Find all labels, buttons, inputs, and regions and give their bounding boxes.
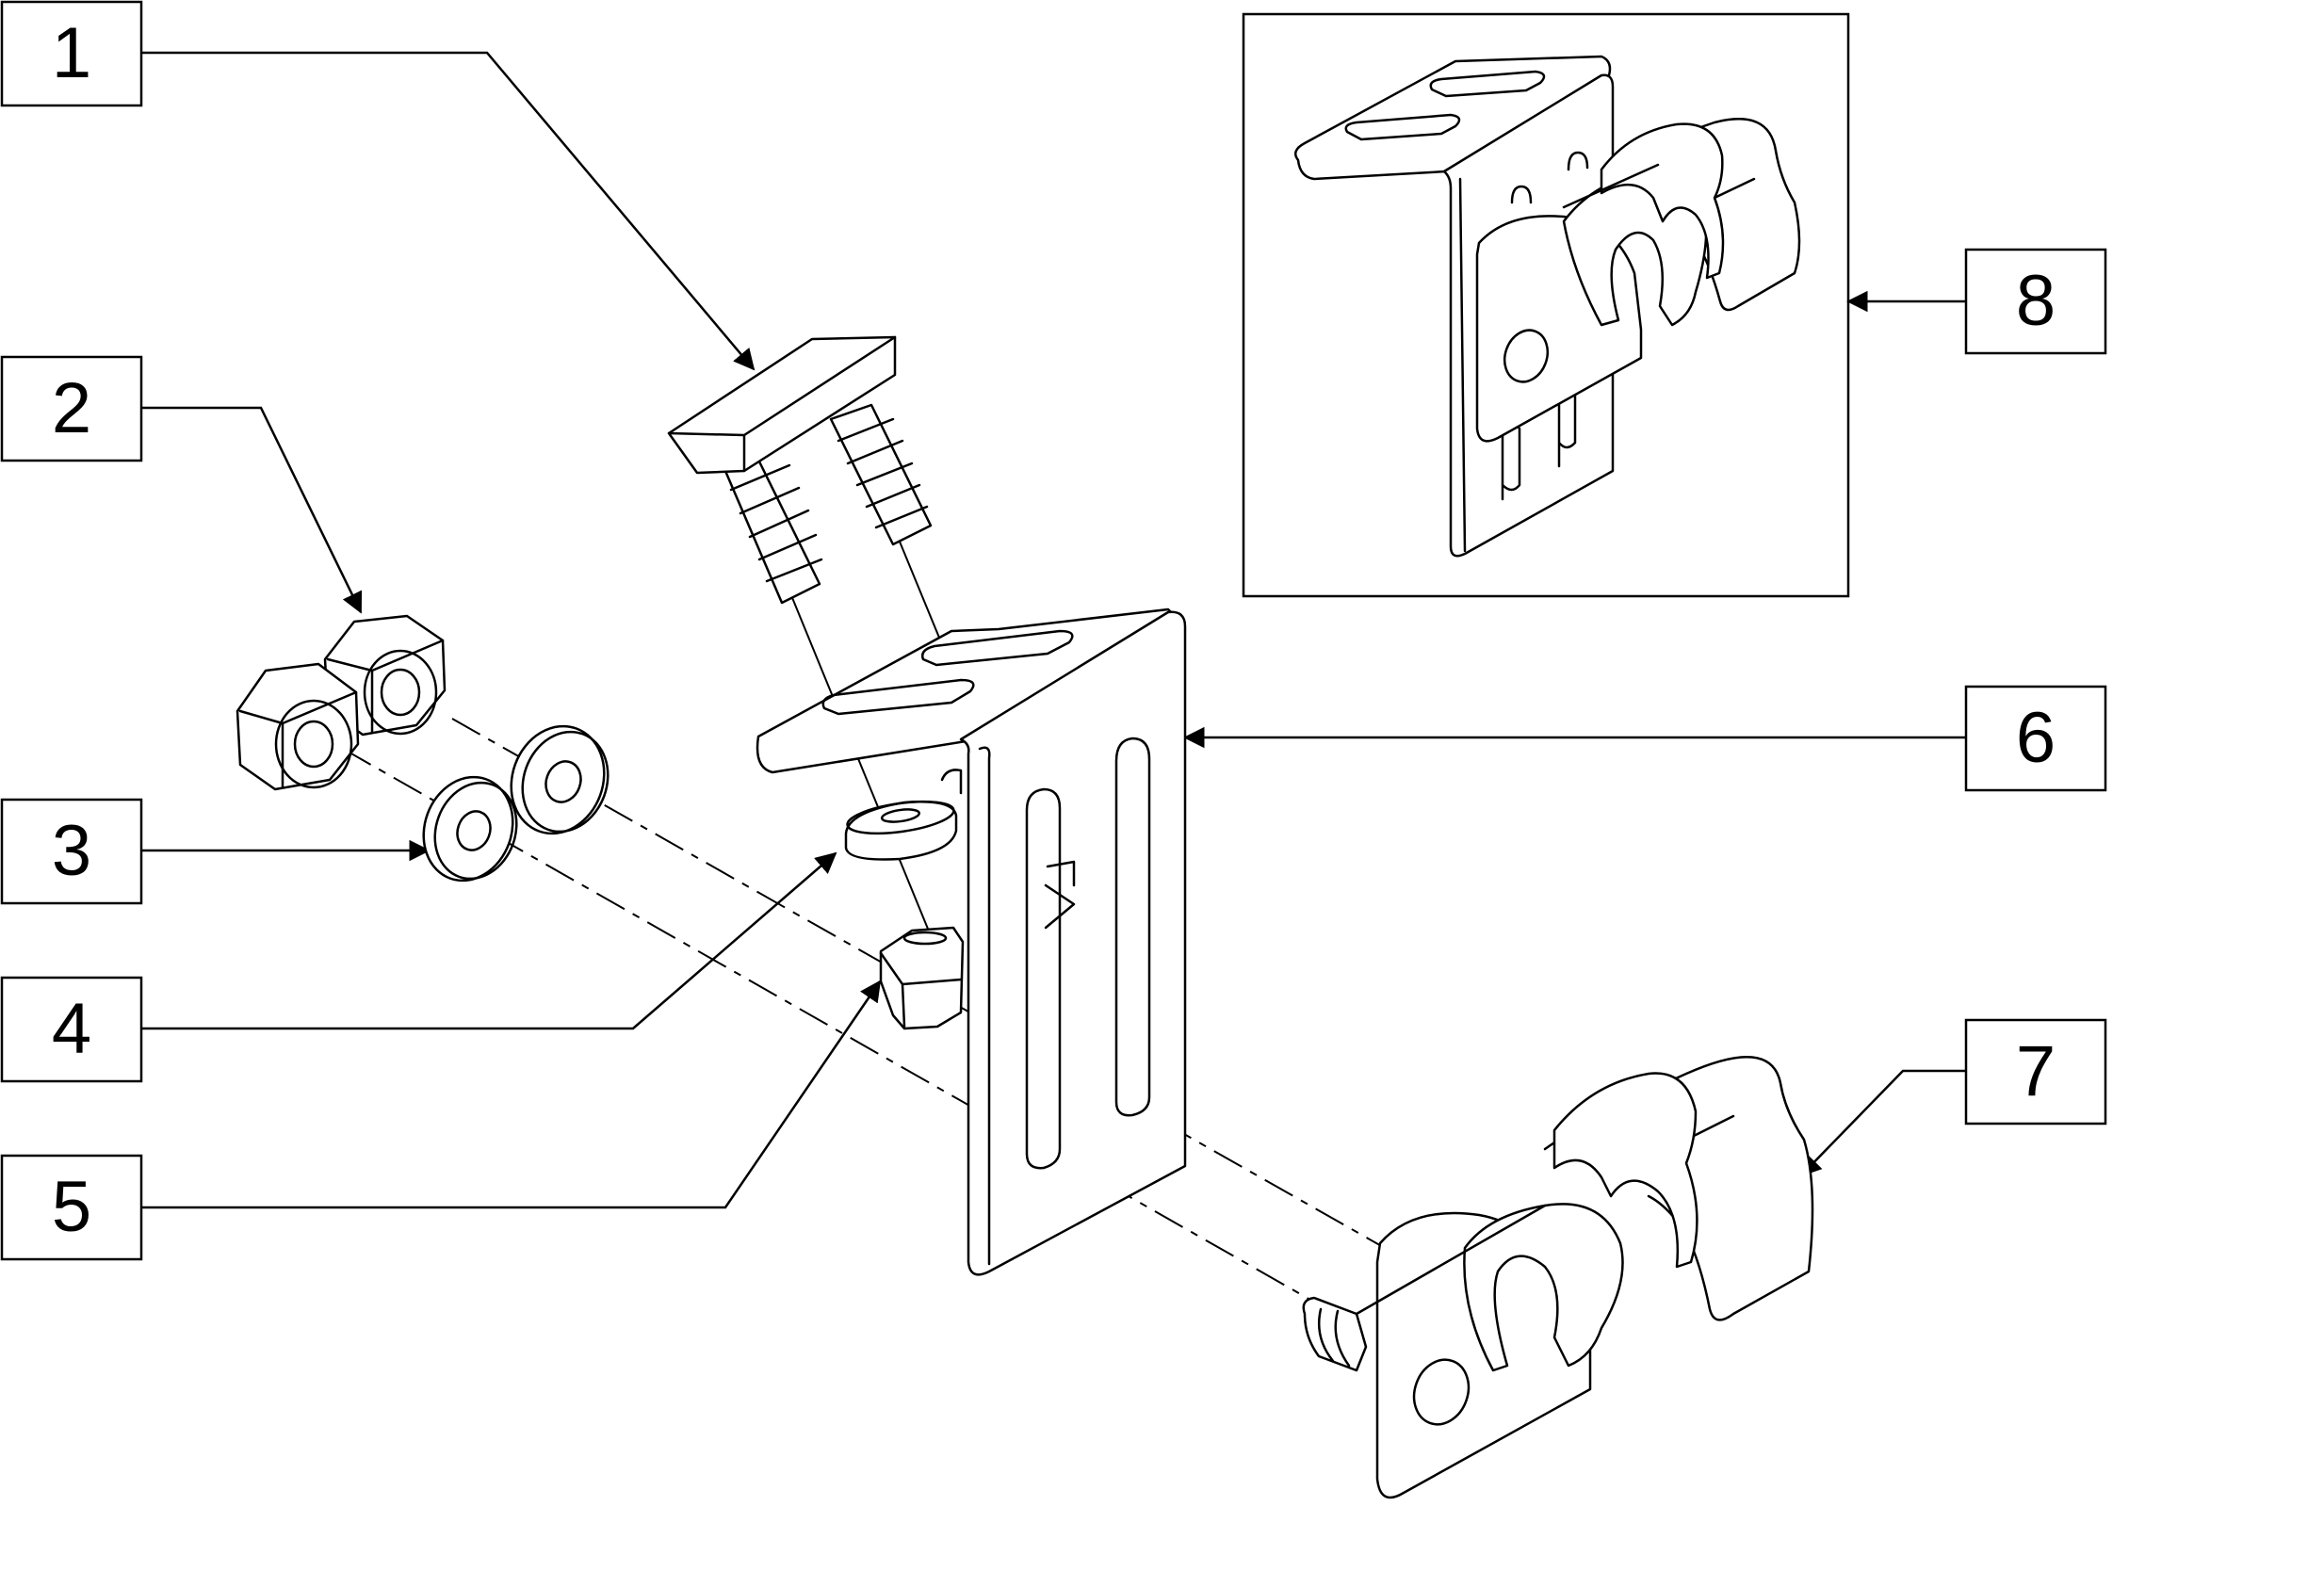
leader-line-2 [141, 406, 363, 614]
bracket-vertical-slot-right [1114, 737, 1151, 1117]
bracket-vertical-face [959, 610, 1187, 1276]
spacer-washer [844, 769, 963, 861]
flat-washer-front [422, 775, 518, 883]
callout-number-3: 3 [52, 811, 91, 891]
callout-1: 1 [0, 0, 143, 107]
callout-3: 3 [0, 798, 143, 905]
bracket-top-slot-rear [921, 629, 1074, 667]
bracket-top-slot-front [821, 678, 975, 716]
bracket-top-flange [756, 607, 1179, 774]
clamp-bolt [1302, 1296, 1368, 1372]
callout-box-3 [0, 798, 143, 905]
callout-number-4: 4 [52, 989, 91, 1069]
callout-number-1: 1 [52, 13, 91, 93]
leader-line-4 [141, 851, 837, 1030]
leader-line-1 [141, 51, 756, 371]
callout-number-7: 7 [2016, 1031, 2056, 1111]
t-bolt-shaft-left [723, 458, 823, 605]
inset-frame [1242, 12, 1850, 598]
callout-5: 5 [0, 1154, 143, 1261]
leader-line-7 [1799, 1069, 1966, 1177]
callout-number-2: 2 [52, 368, 91, 448]
tube-clamp [1302, 1056, 1814, 1499]
leader-line-5 [141, 980, 882, 1209]
clamp-front-loop [1463, 1203, 1624, 1372]
callout-box-5 [0, 1154, 143, 1261]
callout-2: 2 [0, 355, 143, 462]
callout-number-8: 8 [2016, 261, 2056, 341]
callout-4: 4 [0, 976, 143, 1083]
spacer-washer-upper-edge [940, 769, 963, 795]
callout-7: 7 [1964, 1018, 2107, 1126]
callout-8: 8 [1964, 248, 2107, 355]
clamp-rear-loop [1552, 1072, 1698, 1269]
t-bolt [667, 335, 933, 605]
bolt-axis-left [786, 583, 948, 976]
assembly-inset [1242, 12, 1850, 598]
callout-box-2 [0, 355, 143, 462]
flat-washer-rear [510, 724, 609, 835]
callout-box-7 [1964, 1018, 2107, 1126]
l-bracket [756, 607, 1187, 1276]
hex-spacer [879, 860, 1076, 1030]
callout-number-5: 5 [52, 1167, 91, 1247]
callout-box-1 [0, 0, 143, 107]
clamp-plate-hole [1412, 1358, 1471, 1426]
callout-6: 6 [1964, 685, 2107, 792]
t-bolt-head [667, 335, 897, 475]
hex-nut-front [236, 662, 360, 791]
t-bolt-shaft-right [829, 403, 933, 546]
callout-number-6: 6 [2016, 698, 2056, 778]
bracket-vertical-slot-left [1025, 787, 1062, 1170]
inset-clamp-rear-loop [1600, 122, 1725, 280]
assembly-centerlines [342, 541, 1386, 1308]
leader-lines [141, 51, 1966, 1209]
